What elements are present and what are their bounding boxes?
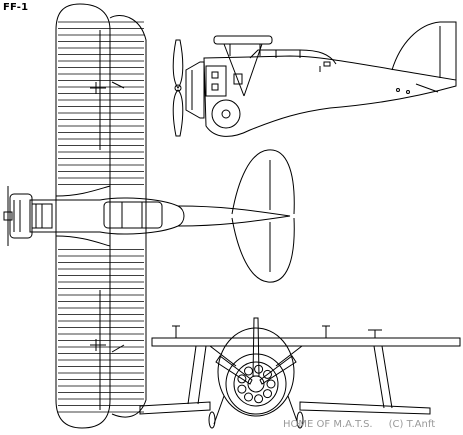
front-view-cylinders (238, 365, 275, 403)
credit-line: HOME OF M.A.T.S. (C) T.Anft (283, 419, 435, 430)
front-view-upper-wing (152, 338, 460, 346)
top-view-canopy (104, 202, 162, 228)
side-view (173, 22, 456, 136)
top-view (4, 4, 294, 428)
side-view-wheel (212, 100, 240, 128)
top-view-horizontal-tail (232, 150, 294, 214)
top-view-wing-ribs (58, 22, 144, 412)
side-view-vertical-tail (392, 22, 456, 80)
engine-cylinder (245, 367, 253, 375)
side-view-fuselage (204, 56, 456, 136)
top-view-strut-marks (90, 82, 124, 352)
front-view-strut-right (374, 346, 384, 408)
top-view-lower-wing (110, 16, 146, 418)
engine-cylinder (264, 370, 272, 378)
engine-cylinder (238, 385, 246, 393)
side-view-propeller (173, 40, 183, 136)
engine-cylinder (255, 395, 263, 403)
front-view-engine-cowl (226, 354, 286, 414)
front-view (140, 318, 460, 428)
aircraft-title: FF-1 (3, 2, 29, 13)
side-view-engine-cowl (186, 62, 204, 118)
front-view-propeller (216, 318, 296, 384)
engine-cylinder (264, 390, 272, 398)
front-view-strut-left (188, 346, 196, 404)
front-view-lower-wing (140, 402, 210, 414)
engine-cylinder (245, 393, 253, 401)
top-view-upper-wing (56, 4, 110, 428)
credit-copyright: (C) T.Anft (388, 419, 436, 430)
top-view-fuselage (30, 198, 184, 234)
front-view-fuselage (218, 328, 294, 416)
top-view-engine-cowl (10, 194, 32, 238)
credit-home: HOME OF M.A.T.S. (283, 419, 373, 430)
side-view-upper-wing (214, 36, 272, 44)
engine-cylinder (267, 380, 275, 388)
engine-cylinder (238, 375, 246, 383)
